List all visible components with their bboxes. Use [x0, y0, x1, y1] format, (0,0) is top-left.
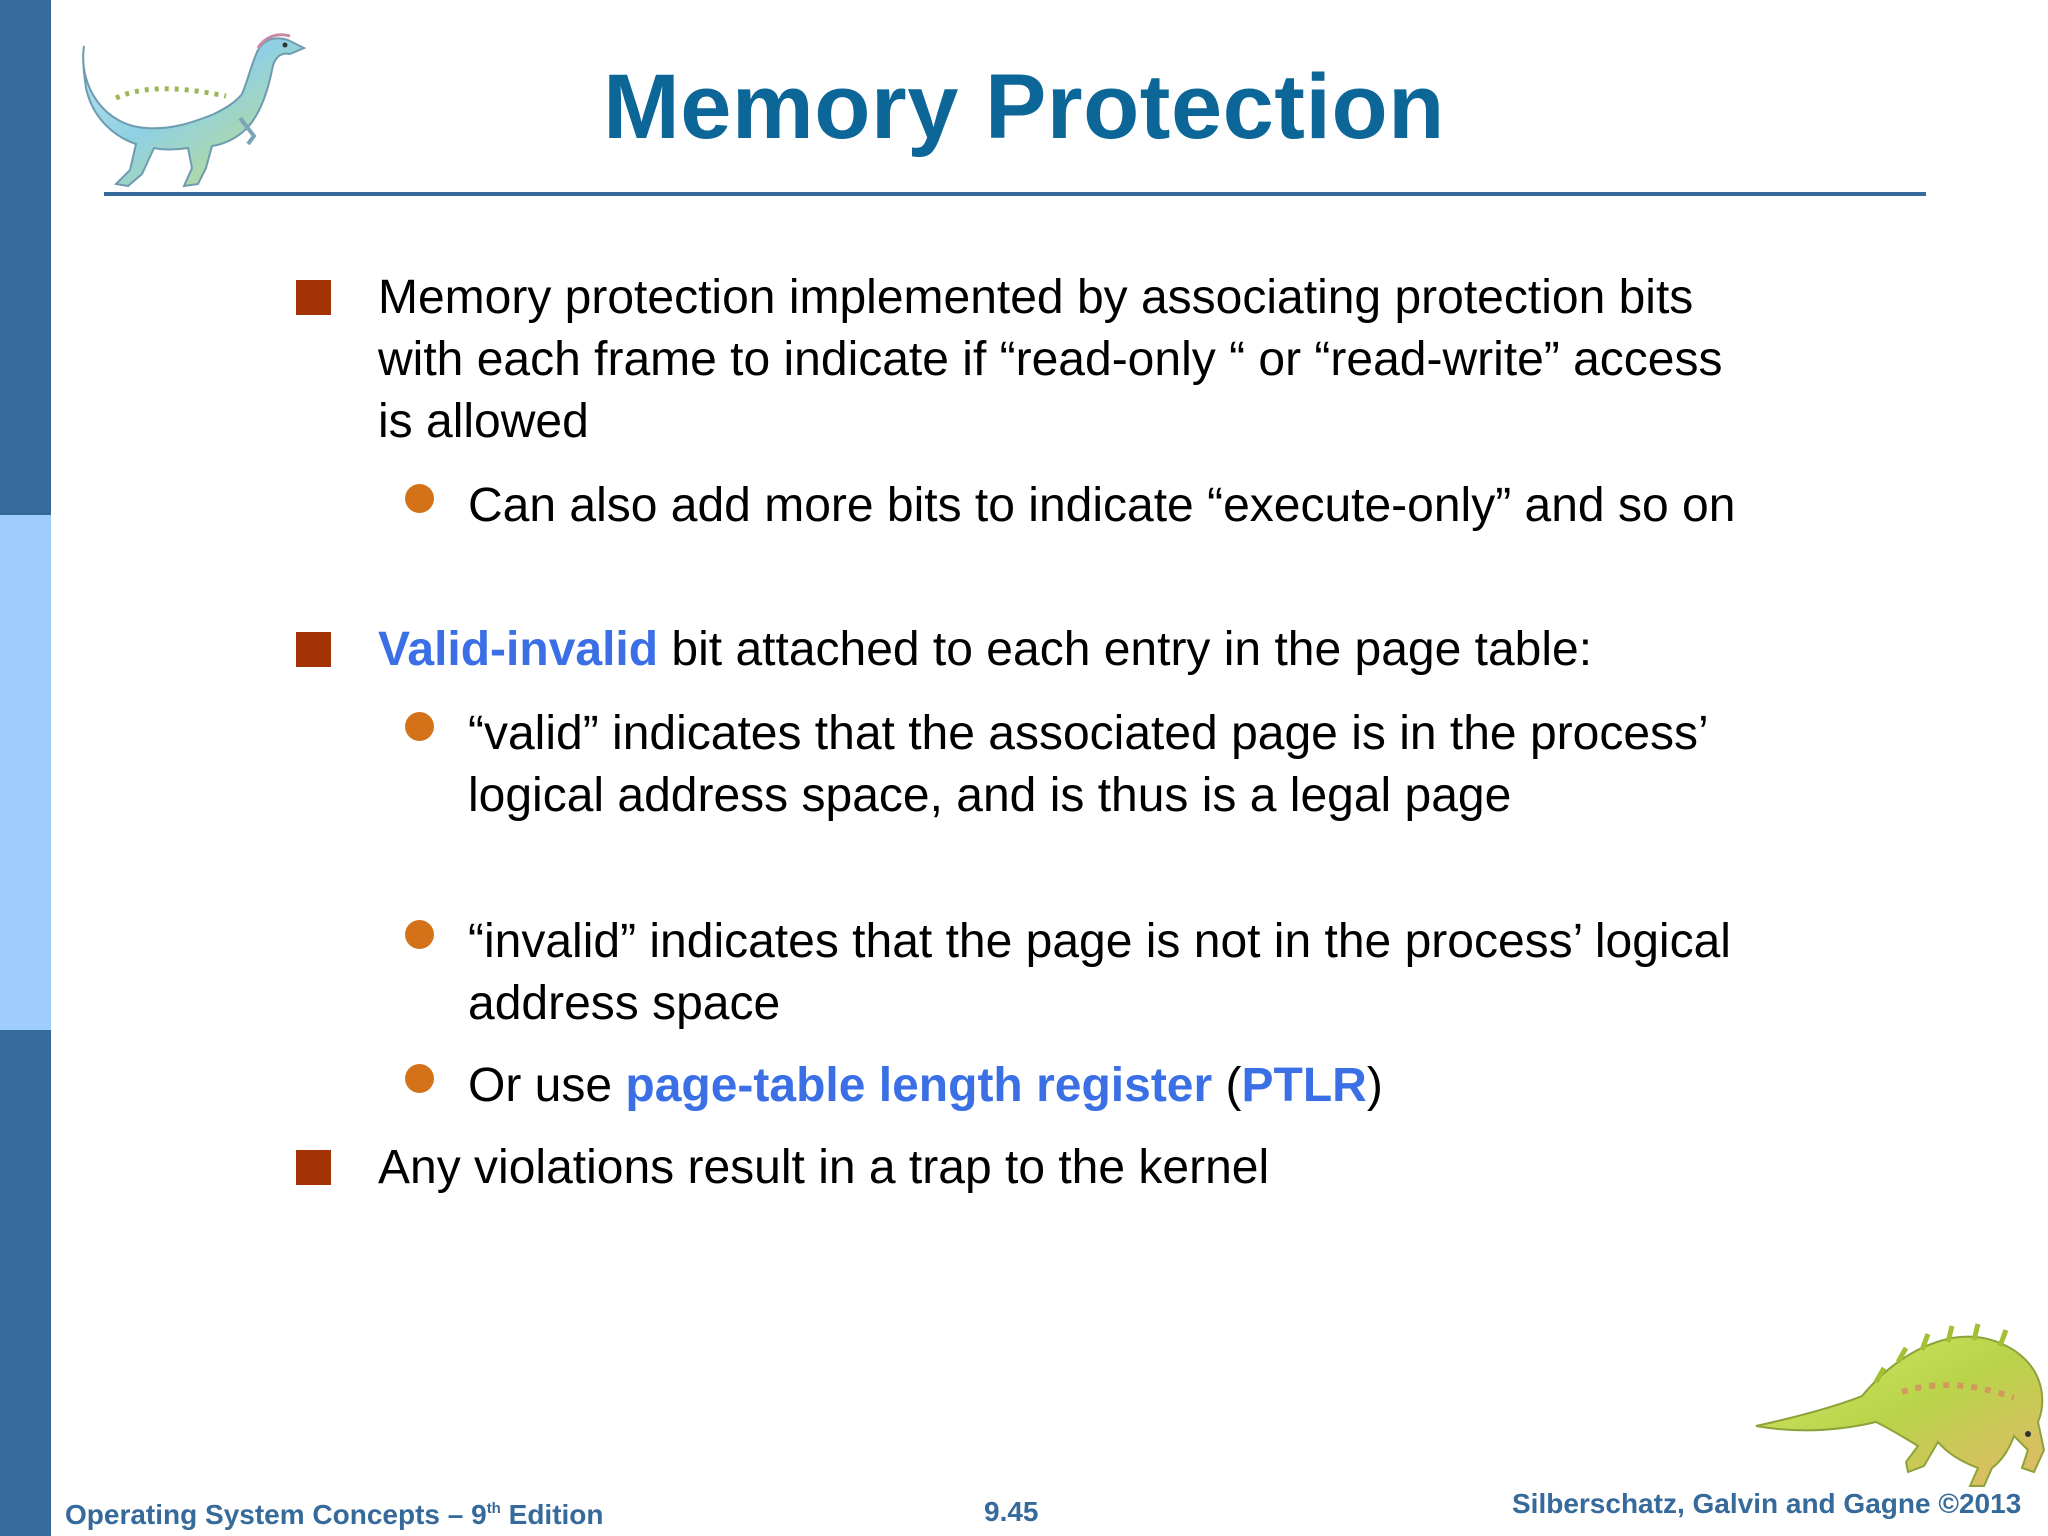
square-bullet-icon: [296, 280, 331, 315]
ptlr-open-paren: (: [1212, 1059, 1242, 1112]
bullet-2-text: Valid-invalid bit attached to each entry…: [378, 619, 1768, 681]
title-divider: [104, 192, 1926, 196]
bullet-2-sub-1-text: “valid” indicates that the associated pa…: [468, 707, 1707, 822]
side-band-middle: [0, 515, 51, 1030]
round-bullet-icon: [405, 920, 434, 949]
bullet-2-rest: bit attached to each entry in the page t…: [658, 623, 1593, 676]
footer-authors: Silberschatz, Galvin and Gagne ©2013: [1512, 1488, 2022, 1519]
round-bullet-icon: [405, 484, 434, 513]
bullet-3-text: Any violations result in a trap to the k…: [378, 1141, 1270, 1194]
bullet-2-sub-2-text: “invalid” indicates that the page is not…: [468, 915, 1731, 1030]
footer-book-sup: th: [486, 1500, 501, 1517]
bullet-2-sub-3-text: Or use page-table length register (PTLR): [468, 1055, 1768, 1117]
round-bullet-icon: [405, 1064, 434, 1093]
side-band-bottom: [0, 1030, 51, 1536]
square-bullet-icon: [296, 1150, 331, 1185]
round-bullet-icon: [405, 712, 434, 741]
dinosaur-top-icon: [82, 33, 307, 188]
bullet-1-text: Memory protection implemented by associa…: [378, 271, 1723, 448]
ptlr-prefix: Or use: [468, 1059, 626, 1112]
ptlr-close-paren: ): [1366, 1059, 1383, 1112]
footer-book-name: Operating System Concepts – 9: [65, 1499, 487, 1530]
footer-page-number: 9.45: [984, 1496, 1039, 1527]
slide-title: Memory Protection: [603, 56, 1445, 158]
footer-book-suffix: Edition: [500, 1499, 604, 1530]
term-page-table-length-register: page-table length register: [625, 1059, 1213, 1112]
dinosaur-bottom-icon: [1755, 1323, 2046, 1487]
side-band-top: [0, 0, 51, 515]
bullet-1-sub-1-text: Can also add more bits to indicate “exec…: [468, 479, 1736, 532]
square-bullet-icon: [296, 632, 331, 667]
footer-book-title: Operating System Concepts – 9th Edition: [65, 1498, 604, 1532]
term-ptlr: PTLR: [1241, 1059, 1367, 1112]
term-valid-invalid: Valid-invalid: [378, 623, 659, 676]
